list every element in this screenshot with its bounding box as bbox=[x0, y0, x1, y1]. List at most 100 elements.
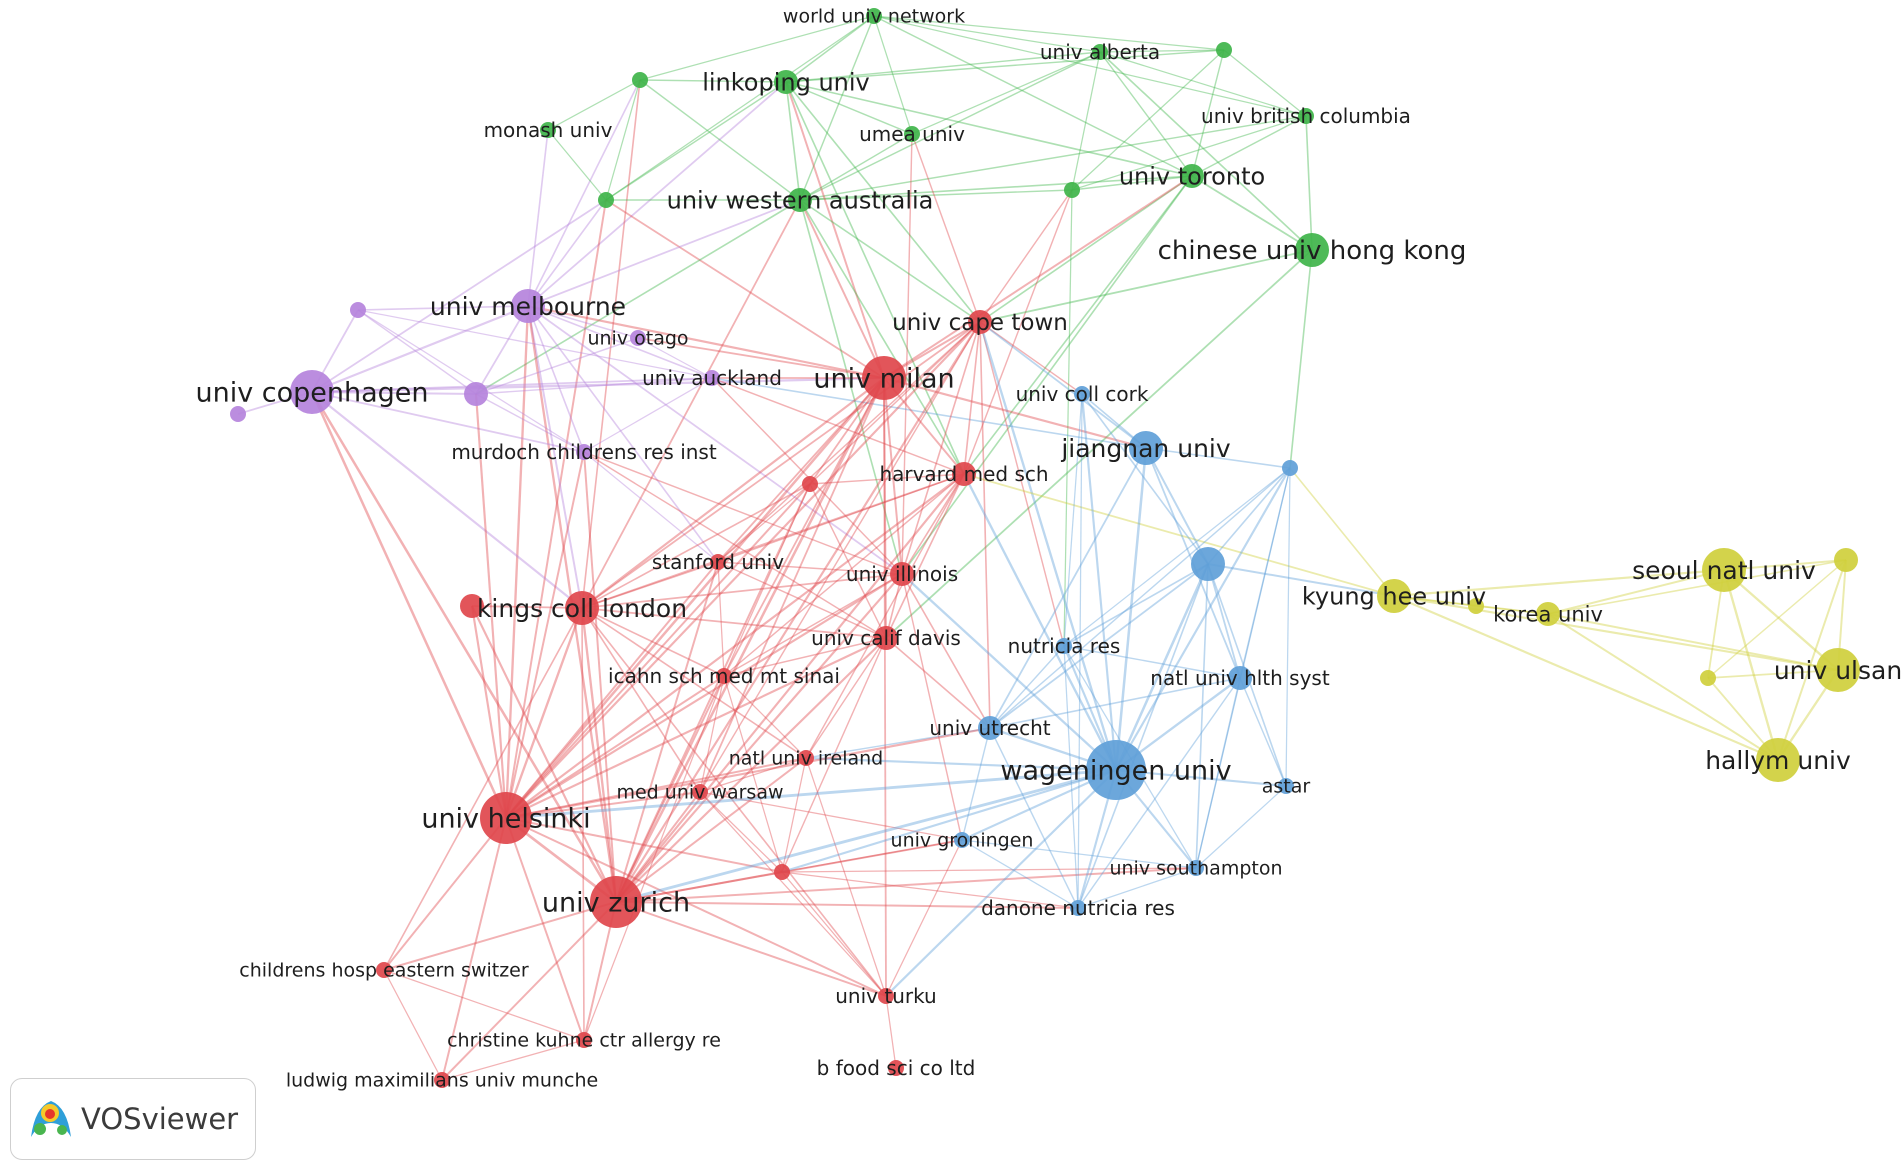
node-b-food-sci-co-ltd[interactable] bbox=[888, 1060, 904, 1076]
node-univ-calif-davis[interactable] bbox=[874, 626, 898, 650]
link-univ_western_australia-to-univ_cape_town bbox=[799, 199, 981, 323]
node-nutricia-res[interactable] bbox=[1056, 638, 1072, 654]
node-label-hallym-univ: hallym univ bbox=[1705, 746, 1851, 775]
link-red_unlabeled_3-to-univ_southampton bbox=[781, 867, 1197, 873]
node-univ-cape-town[interactable] bbox=[968, 310, 992, 334]
link-red_unlabeled_3-to-univ_groningen bbox=[781, 839, 963, 873]
node-astar[interactable] bbox=[1278, 778, 1294, 794]
link-univ_cape_town-to-univ_zurich bbox=[615, 321, 981, 903]
node-univ-turku[interactable] bbox=[878, 988, 894, 1004]
node-univ-illinois[interactable] bbox=[890, 562, 914, 586]
node-icahn-sch-med-mt-sinai[interactable] bbox=[716, 668, 732, 684]
link-univ_southampton-to-danone_nutricia_res bbox=[1077, 867, 1197, 909]
node-yellow-unlabeled-2[interactable] bbox=[1834, 548, 1858, 572]
node-green-unlabeled-3[interactable] bbox=[598, 192, 614, 208]
node-red-unlabeled-3[interactable] bbox=[774, 864, 790, 880]
link-seoul_natl_univ-to-univ_ulsan bbox=[1723, 569, 1839, 671]
node-monash-univ[interactable] bbox=[540, 122, 556, 138]
node-med-univ-warsaw[interactable] bbox=[692, 784, 708, 800]
node-chinese-univ-hong-kong[interactable] bbox=[1295, 233, 1329, 267]
node-label-univ-calif-davis: univ calif davis bbox=[811, 626, 961, 650]
node-yellow-unlabeled-1[interactable] bbox=[1468, 598, 1484, 614]
link-univ_melbourne-to-purple_unlabeled_3 bbox=[475, 305, 529, 395]
node-korea-univ[interactable] bbox=[1536, 602, 1560, 626]
link-green_unlabeled_4-to-univ_cape_town bbox=[979, 189, 1073, 323]
link-purple_unlabeled_1-to-purple_unlabeled_3 bbox=[357, 309, 477, 395]
link-univ_toronto-to-univ_illinois bbox=[901, 175, 1193, 575]
link-univ_western_australia-to-purple_unlabeled_3 bbox=[475, 199, 801, 395]
node-univ-milan[interactable] bbox=[862, 356, 906, 400]
link-univ_copenhagen-to-purple_unlabeled_3 bbox=[311, 391, 477, 395]
node-univ-copenhagen[interactable] bbox=[290, 370, 334, 414]
node-univ-western-australia[interactable] bbox=[788, 188, 812, 212]
node-harvard-med-sch[interactable] bbox=[952, 462, 976, 486]
node-kyung-hee-univ[interactable] bbox=[1377, 579, 1411, 613]
link-univ_cape_town-to-univ_coll_cork bbox=[979, 321, 1083, 395]
node-yellow-unlabeled-3[interactable] bbox=[1700, 670, 1716, 686]
node-univ-otago[interactable] bbox=[630, 330, 646, 346]
node-christine-kuhne-ctr-allergy-re[interactable] bbox=[576, 1032, 592, 1048]
link-harvard_med_sch-to-red_unlabeled_1 bbox=[809, 473, 965, 485]
link-murdoch_childrens_res_inst-to-univ_helsinki bbox=[505, 451, 585, 819]
node-green-unlabeled-1[interactable] bbox=[1216, 42, 1232, 58]
node-univ-auckland[interactable] bbox=[704, 370, 720, 386]
node-red-unlabeled-2[interactable] bbox=[460, 594, 484, 618]
node-univ-utrecht[interactable] bbox=[978, 716, 1002, 740]
node-univ-zurich[interactable] bbox=[590, 876, 642, 928]
link-univ_illinois-to-wageningen_univ bbox=[901, 573, 1117, 771]
node-purple-unlabeled-3[interactable] bbox=[464, 382, 488, 406]
node-univ-groningen[interactable] bbox=[954, 832, 970, 848]
node-childrens-hosp-eastern-switzer[interactable] bbox=[376, 962, 392, 978]
link-jiangnan_univ-to-blue_unlabeled_1 bbox=[1145, 447, 1291, 469]
link-univ_toronto-to-univ_cape_town bbox=[979, 175, 1193, 323]
node-univ-melbourne[interactable] bbox=[511, 289, 545, 323]
node-jiangnan-univ[interactable] bbox=[1129, 431, 1163, 465]
node-umea-univ[interactable] bbox=[904, 126, 920, 142]
node-seoul-natl-univ[interactable] bbox=[1702, 548, 1746, 592]
node-univ-toronto[interactable] bbox=[1180, 164, 1204, 188]
node-purple-unlabeled-1[interactable] bbox=[350, 302, 366, 318]
link-green_unlabeled_2-to-green_unlabeled_3 bbox=[605, 79, 641, 201]
node-natl-univ-ireland[interactable] bbox=[798, 750, 814, 766]
node-label-univ-zurich: univ zurich bbox=[542, 887, 690, 918]
node-kings-coll-london[interactable] bbox=[565, 591, 599, 625]
node-wageningen-univ[interactable] bbox=[1086, 740, 1146, 800]
node-green-unlabeled-2[interactable] bbox=[632, 72, 648, 88]
node-label-univ-milan: univ milan bbox=[813, 363, 954, 394]
node-ludwig-maximilians-univ-munche[interactable] bbox=[434, 1072, 450, 1088]
node-univ-helsinki[interactable] bbox=[480, 792, 532, 844]
link-univ_alberta-to-univ_british_columbia bbox=[1099, 51, 1307, 117]
link-green_unlabeled_3-to-univ_helsinki bbox=[505, 199, 607, 819]
link-red_unlabeled_1-to-icahn_sch_med_mt_sinai bbox=[723, 483, 811, 677]
node-natl-univ-hlth-syst[interactable] bbox=[1228, 666, 1252, 690]
link-purple_unlabeled_3-to-murdoch_childrens_res_inst bbox=[475, 393, 585, 453]
node-univ-alberta[interactable] bbox=[1092, 44, 1108, 60]
node-blue-unlabeled-2[interactable] bbox=[1191, 547, 1225, 581]
node-danone-nutricia-res[interactable] bbox=[1070, 900, 1086, 916]
node-purple-unlabeled-2[interactable] bbox=[230, 406, 246, 422]
node-label-seoul-natl-univ: seoul natl univ bbox=[1632, 556, 1816, 585]
node-red-unlabeled-1[interactable] bbox=[802, 476, 818, 492]
link-nutricia_res-to-univ_utrecht bbox=[989, 645, 1065, 729]
node-univ-southampton[interactable] bbox=[1188, 860, 1204, 876]
node-univ-coll-cork[interactable] bbox=[1074, 386, 1090, 402]
link-kings_coll_london-to-natl_univ_ireland bbox=[581, 607, 807, 759]
node-murdoch-childrens-res-inst[interactable] bbox=[576, 444, 592, 460]
node-stanford-univ[interactable] bbox=[710, 554, 726, 570]
node-world-univ-network[interactable] bbox=[866, 8, 882, 24]
link-univ_toronto-to-univ_milan bbox=[883, 175, 1193, 379]
node-green-unlabeled-4[interactable] bbox=[1064, 182, 1080, 198]
link-nutricia_res-to-natl_univ_hlth_syst bbox=[1063, 645, 1241, 679]
link-kings_coll_london-to-icahn_sch_med_mt_sinai bbox=[581, 607, 725, 677]
link-natl_univ_ireland-to-red_unlabeled_3 bbox=[781, 757, 807, 873]
node-linkoping-univ[interactable] bbox=[774, 70, 798, 94]
node-blue-unlabeled-1[interactable] bbox=[1282, 460, 1298, 476]
link-linkoping_univ-to-univ_milan bbox=[785, 81, 885, 379]
node-univ-ulsan[interactable] bbox=[1816, 648, 1860, 692]
link-korea_univ-to-seoul_natl_univ bbox=[1547, 569, 1725, 615]
node-hallym-univ[interactable] bbox=[1756, 738, 1800, 782]
node-univ-british-columbia[interactable] bbox=[1298, 108, 1314, 124]
link-chinese_univ_hong_kong-to-univ_cape_town bbox=[979, 249, 1313, 323]
link-med_univ_warsaw-to-univ_helsinki bbox=[505, 791, 701, 819]
